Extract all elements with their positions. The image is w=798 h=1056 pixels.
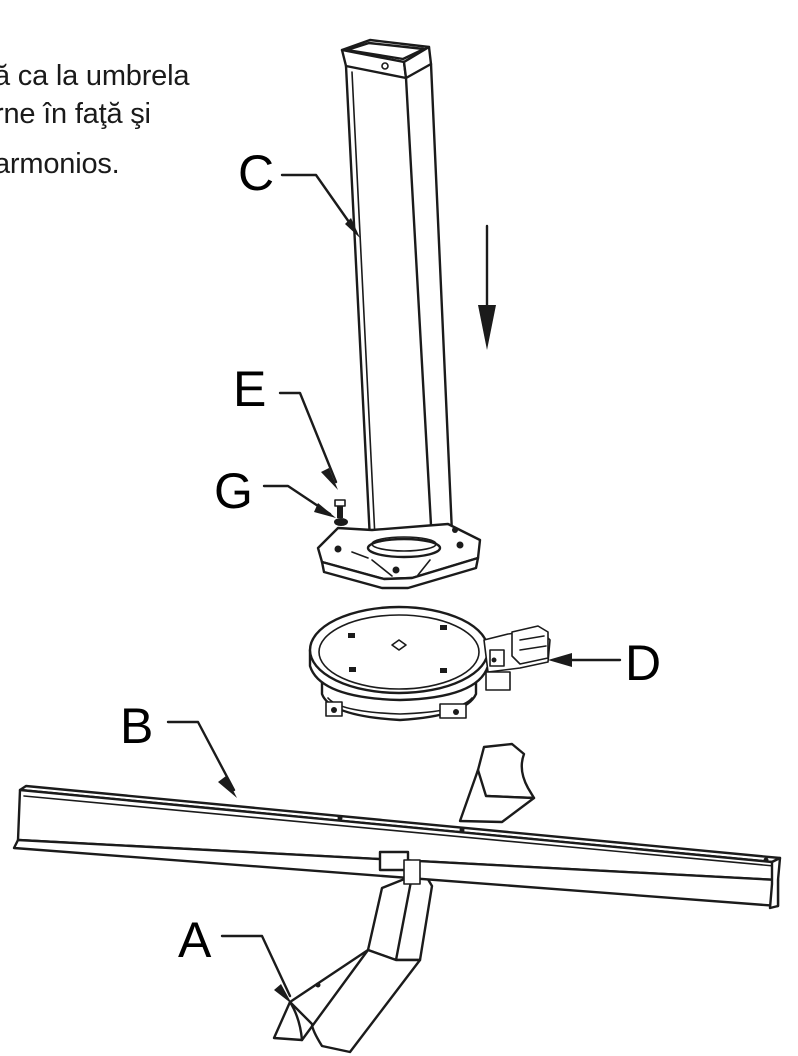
leader-a <box>220 934 292 998</box>
pole-part-c <box>340 38 454 545</box>
down-arrow-icon <box>478 224 496 350</box>
leader-g <box>262 484 332 516</box>
label-c: C <box>238 145 275 201</box>
washer-part-g <box>334 518 348 526</box>
instruction-line-1: ă ca la umbrela <box>0 60 190 92</box>
label-b: B <box>120 698 154 754</box>
label-g: G <box>214 463 253 519</box>
instruction-line-2: rne în faţă şi <box>0 98 151 130</box>
leader-e <box>278 391 338 484</box>
label-d: D <box>625 635 662 691</box>
cross-rail-part-a <box>272 742 536 1054</box>
label-e: E <box>233 361 267 417</box>
leader-b <box>166 720 236 792</box>
rotating-base-part-d <box>308 605 551 722</box>
label-leaders <box>166 173 622 1004</box>
pole-base-plate <box>316 522 482 590</box>
cross-rail-part-b <box>12 784 782 910</box>
instruction-line-3: armonios. <box>0 148 120 180</box>
label-a: A <box>178 912 212 968</box>
leader-c <box>280 173 358 234</box>
bolt-part-e <box>334 499 346 518</box>
